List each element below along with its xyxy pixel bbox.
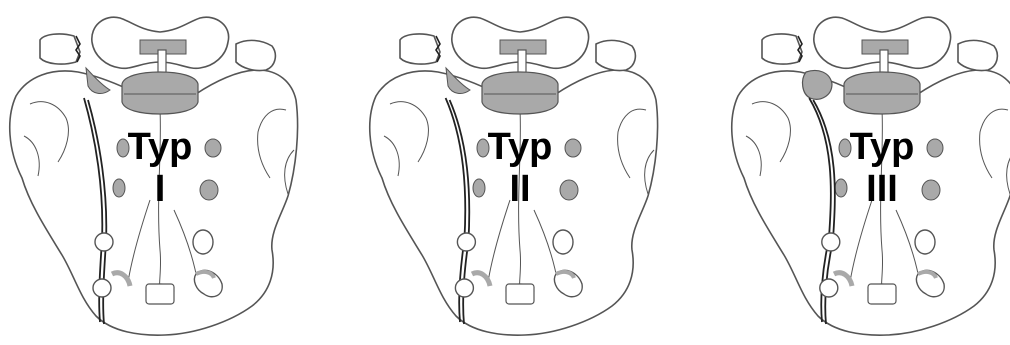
foramen-left-5 [455,279,473,297]
s1-body [122,72,198,114]
left-transverse-process [40,34,80,64]
foramen-right-3 [193,230,213,254]
facet-shade [803,71,832,100]
foramen-right-3 [915,230,935,254]
foramen-right-3 [553,230,573,254]
left-transverse-process [400,34,440,64]
left-transverse-process [762,34,802,64]
sacral-hiatus-outline [146,284,174,304]
sacrum-panel-type-3: Typ III [722,0,1010,345]
type-numeral-label: III [722,168,1010,210]
type-word-label: Typ [0,126,320,168]
sacral-hiatus-outline [506,284,534,304]
s1-body [844,72,920,114]
type-numeral-label: II [360,168,680,210]
foramen-left-3 [457,233,475,251]
right-transverse-process [958,40,997,70]
foramen-left-3 [95,233,113,251]
type-word-label: Typ [722,126,1010,168]
foramen-left-5 [93,279,111,297]
foramen-left-3 [822,233,840,251]
right-transverse-process [596,40,635,70]
sacral-hiatus-outline [868,284,896,304]
sacrum-panel-type-2: Typ II [360,0,680,345]
sacrum-panel-type-1: Typ I [0,0,320,345]
right-transverse-process [236,40,275,70]
foramen-left-5 [820,279,838,297]
s1-body [482,72,558,114]
type-word-label: Typ [360,126,680,168]
type-numeral-label: I [0,168,320,210]
